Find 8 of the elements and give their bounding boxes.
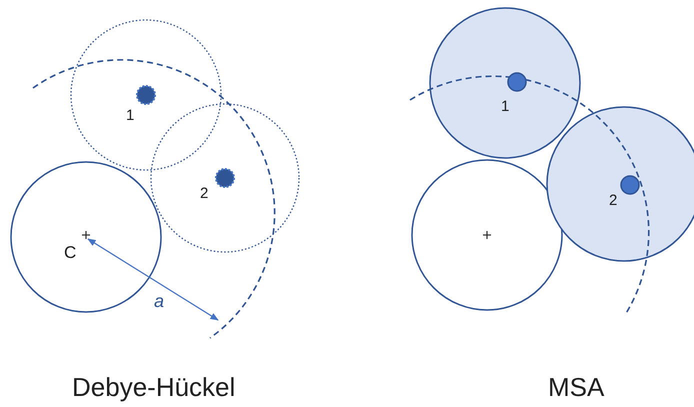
distance-label: a bbox=[154, 292, 164, 310]
ion-number: 1 bbox=[126, 108, 134, 123]
panel-caption: Debye-Hückel bbox=[72, 374, 236, 400]
panel-caption: MSA bbox=[548, 374, 604, 400]
ion-number: 2 bbox=[609, 193, 618, 208]
ion-number: 2 bbox=[200, 186, 208, 201]
ion-number: 1 bbox=[501, 99, 510, 114]
ion-label: C bbox=[64, 244, 76, 261]
